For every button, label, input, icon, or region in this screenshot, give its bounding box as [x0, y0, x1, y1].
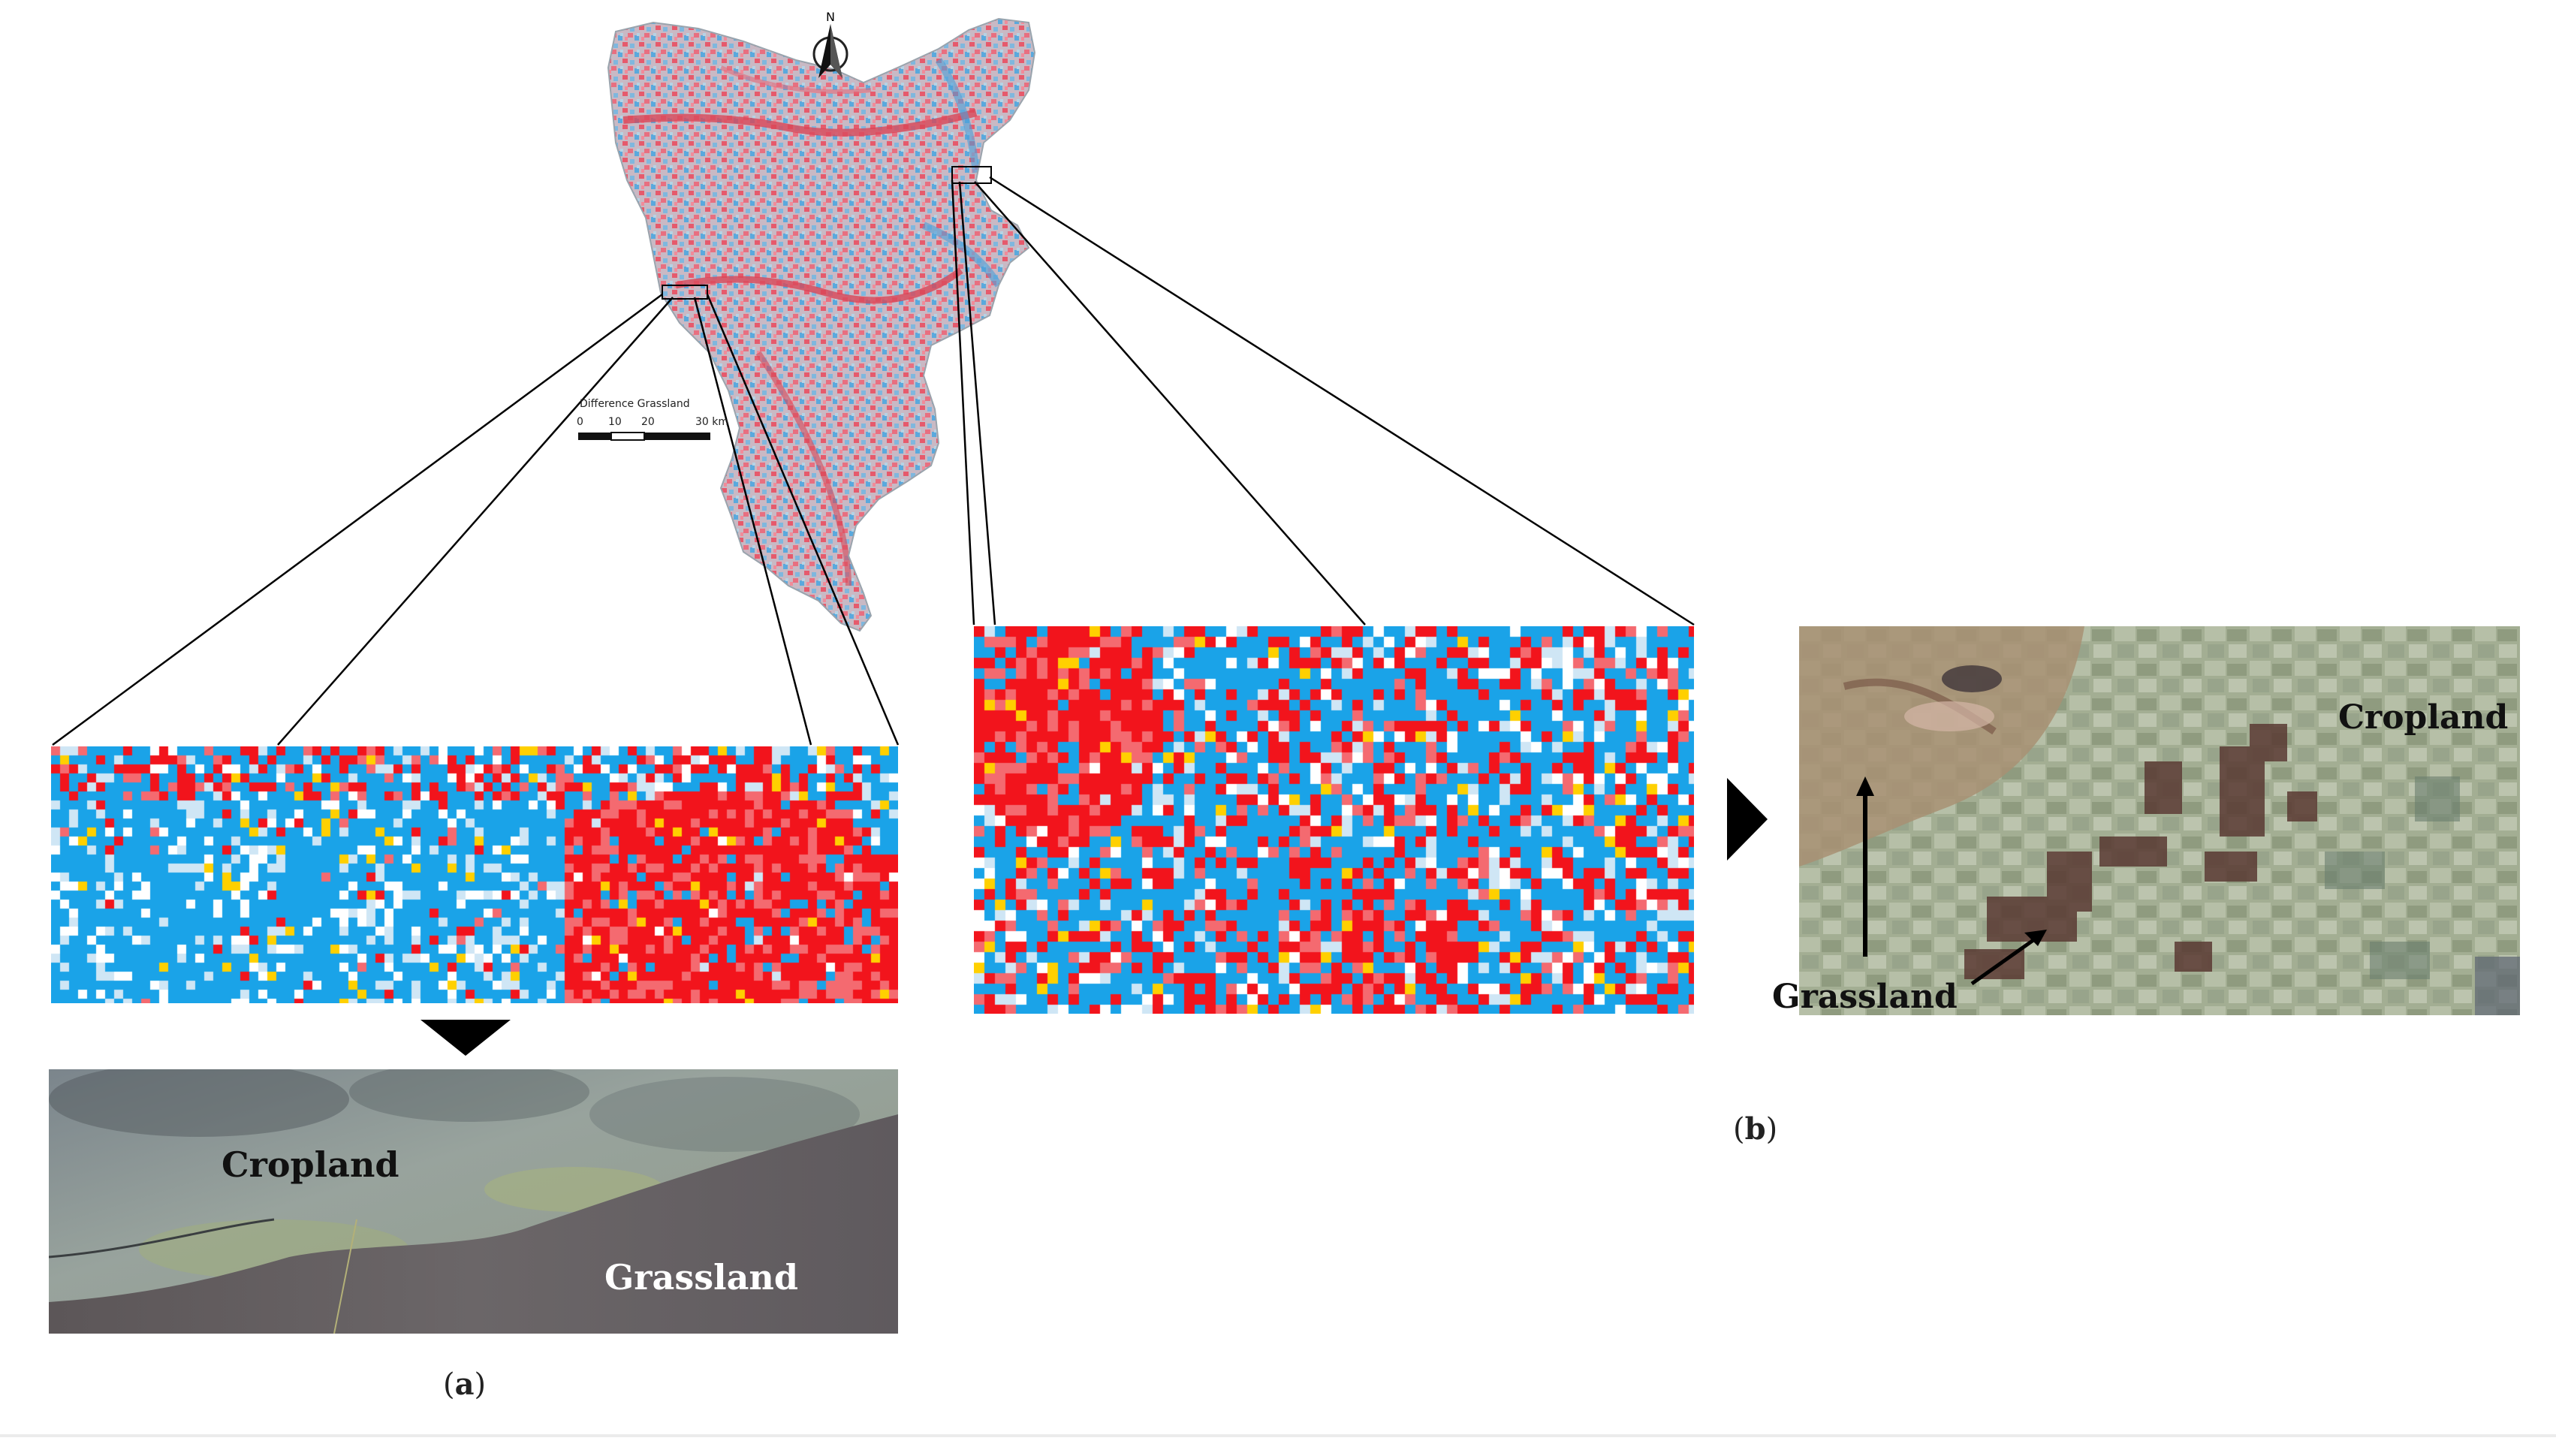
zoom-lines-a	[52, 293, 900, 746]
panel-b-grassland-label: Grassland	[1772, 978, 1958, 1016]
panel-b-arrow-icon	[1727, 778, 1769, 861]
panel-b-cropland-label: Cropland	[2338, 698, 2509, 737]
legend-title: Difference Grassland	[580, 398, 690, 410]
zoom-box-b	[951, 166, 992, 184]
panel-a-arrow-icon	[420, 1020, 511, 1057]
panel-b-satellite-image: Cropland	[1799, 626, 2520, 1015]
panel-a-caption-letter: a	[454, 1367, 475, 1402]
scale-tick-0: 0	[577, 416, 583, 428]
figure-bottom-rule	[0, 1434, 2556, 1437]
zoom-lines-b	[951, 176, 1695, 626]
panel-b-caption: (b)	[1733, 1111, 1778, 1147]
panel-a-grassland-label: Grassland	[604, 1257, 799, 1298]
panel-a-difference-map	[51, 746, 898, 1003]
north-label: N	[826, 10, 835, 24]
scale-tick-20: 20	[641, 416, 655, 428]
panel-a-caption: (a)	[443, 1367, 487, 1402]
scale-tick-30: 30 km	[695, 416, 728, 428]
panel-a-cropland-label: Cropland	[222, 1144, 399, 1185]
scale-bar	[578, 432, 710, 441]
scale-tick-10: 10	[608, 416, 622, 428]
panel-b-difference-map	[974, 626, 1694, 1014]
map-legend: Difference Grassland 0 10 20 30 km	[571, 390, 751, 458]
zoom-box-a	[662, 285, 708, 300]
panel-b-caption-letter: b	[1744, 1111, 1766, 1147]
panel-a-satellite-image: Cropland Grassland	[49, 1069, 898, 1334]
north-arrow: N	[808, 9, 853, 84]
